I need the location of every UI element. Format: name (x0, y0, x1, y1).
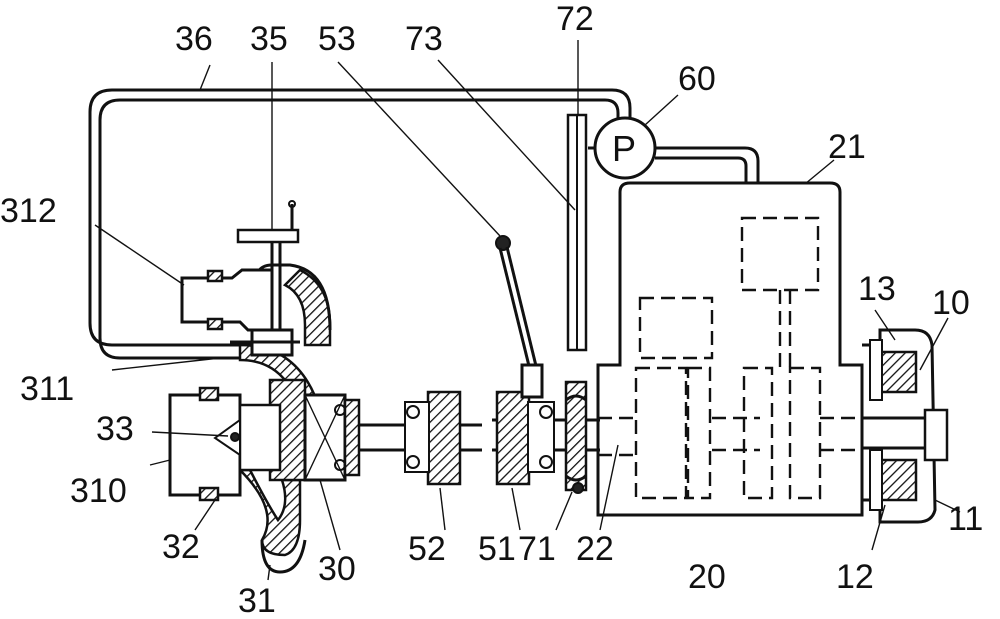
leader-lines (94, 40, 961, 581)
label-311: 311 (20, 370, 74, 408)
label-31: 31 (238, 582, 276, 619)
label-51: 51 (478, 530, 516, 568)
pump-p: P (588, 116, 760, 183)
label-73: 73 (405, 20, 443, 58)
pulley (564, 380, 588, 494)
label-52: 52 (408, 530, 446, 568)
label-32: 32 (162, 528, 200, 566)
outlet-pipe (180, 200, 300, 357)
label-72: 72 (556, 0, 594, 38)
label-36: 36 (175, 20, 213, 58)
label-20: 20 (688, 558, 726, 596)
pump-symbol: P (612, 128, 636, 169)
label-12: 12 (836, 558, 874, 596)
label-310: 310 (70, 472, 127, 510)
gearbox-housing (596, 181, 864, 517)
impeller (213, 403, 282, 472)
shift-lever (495, 235, 544, 399)
label-30: 30 (318, 550, 356, 588)
label-22: 22 (576, 530, 614, 568)
label-53: 53 (318, 20, 356, 58)
label-60: 60 (678, 60, 716, 98)
label-33: 33 (96, 410, 134, 448)
coupling-52 (404, 390, 462, 486)
label-21: 21 (828, 128, 866, 166)
label-35: 35 (250, 20, 288, 58)
drive-end (862, 328, 949, 524)
label-71: 71 (518, 530, 556, 568)
return-pipe (88, 88, 632, 360)
label-312: 312 (0, 192, 57, 230)
coupling-51 (495, 390, 555, 486)
inlet-pipe (168, 386, 242, 502)
label-10: 10 (932, 284, 970, 322)
belt (566, 113, 588, 352)
label-13: 13 (858, 270, 896, 308)
label-11: 11 (948, 500, 983, 538)
